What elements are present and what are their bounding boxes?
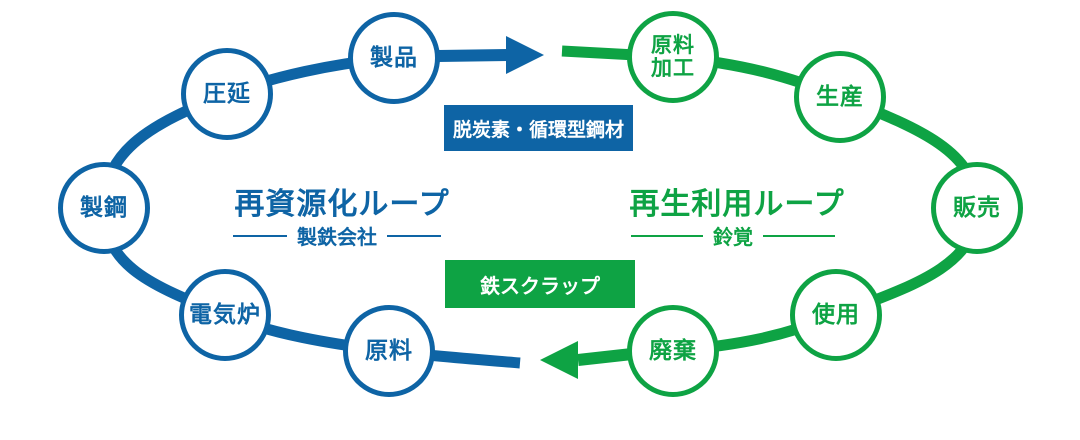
node-genryo-kako-line1: 原料 [651, 33, 695, 57]
right-loop-subtitle-label: 鈴覚 [713, 227, 753, 249]
node-denkiro: 電気炉 [179, 269, 271, 361]
green-arrow-head [540, 341, 578, 379]
node-seisan: 生産 [794, 51, 886, 143]
node-genryo-kako-line2: 加工 [651, 57, 695, 80]
subtitle-line-right [763, 234, 835, 237]
blue-arrow-shaft [437, 49, 509, 62]
node-shiyo: 使用 [790, 269, 882, 361]
node-genryo: 原料 [343, 305, 435, 397]
node-seiko-label: 製鋼 [80, 194, 128, 221]
node-seihin-label: 製品 [370, 44, 418, 71]
green-arrow-shaft [577, 348, 633, 366]
blue-arrow-head [506, 36, 544, 74]
banner-decarbonized-steel: 脱炭素・循環型鋼材 [444, 105, 633, 151]
right-loop-subtitle: 鈴覚 [583, 221, 883, 250]
left-loop-title: 再資源化ループ [234, 188, 450, 221]
node-atsuen-label: 圧延 [203, 80, 251, 107]
banner-iron-scrap: 鉄スクラップ [445, 260, 635, 308]
node-haiki-label: 廃棄 [649, 337, 697, 364]
node-hanbai: 販売 [931, 162, 1023, 254]
subtitle-line-left [233, 234, 287, 237]
node-genryo-label: 原料 [365, 337, 413, 364]
node-seihin: 製品 [348, 12, 440, 104]
node-genryo-kako: 原料 加工 [627, 11, 719, 103]
node-haiki: 廃棄 [627, 305, 719, 397]
node-seiko: 製鋼 [58, 162, 150, 254]
left-loop-subtitle: 製鉄会社 [187, 221, 487, 250]
right-loop-title: 再生利用ループ [629, 188, 845, 221]
node-atsuen: 圧延 [181, 48, 273, 140]
node-shiyo-label: 使用 [812, 301, 860, 328]
node-denkiro-label: 電気炉 [189, 301, 261, 328]
node-seisan-label: 生産 [816, 83, 864, 110]
subtitle-line-right [387, 234, 441, 237]
subtitle-line-left [631, 234, 703, 237]
left-loop-subtitle-label: 製鉄会社 [297, 227, 377, 249]
node-hanbai-label: 販売 [953, 194, 1001, 221]
